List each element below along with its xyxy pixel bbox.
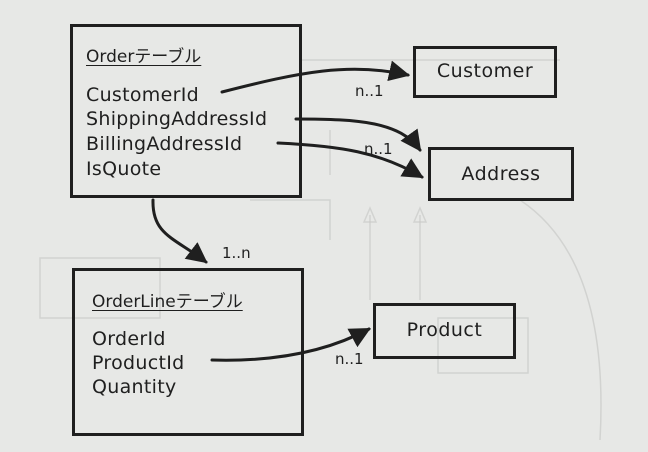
mult-order-address: n..1 xyxy=(364,140,393,158)
orderline-field-quantity: Quantity xyxy=(92,376,177,398)
orderline-table-title: OrderLineテーブル xyxy=(92,292,243,312)
order-field-customerid: CustomerId xyxy=(86,84,199,106)
arrow-productid-to-product xyxy=(210,327,371,362)
address-label: Address xyxy=(461,163,541,185)
order-field-isquote: IsQuote xyxy=(86,158,162,180)
arrow-order-to-customer xyxy=(220,60,411,94)
order-table-box xyxy=(70,24,302,198)
order-field-shippingaddressid: ShippingAddressId xyxy=(86,108,268,130)
arrow-order-to-orderline xyxy=(151,198,208,264)
order-field-billingaddressid: BillingAddressId xyxy=(86,133,243,155)
customer-box xyxy=(413,46,557,98)
orderline-field-productid: ProductId xyxy=(92,352,185,374)
product-label: Product xyxy=(406,319,483,341)
mult-order-customer: n..1 xyxy=(355,82,384,100)
arrow-billing-to-address xyxy=(276,141,424,179)
customer-label: Customer xyxy=(436,60,534,82)
address-box xyxy=(428,147,574,201)
mult-orderline-product: n..1 xyxy=(335,350,364,368)
orderline-field-orderid: OrderId xyxy=(92,328,166,350)
order-table-title: Orderテーブル xyxy=(86,47,202,67)
arrow-shipping-to-address xyxy=(294,117,422,152)
mult-order-orderline: 1..n xyxy=(222,244,251,262)
product-box xyxy=(373,303,516,359)
